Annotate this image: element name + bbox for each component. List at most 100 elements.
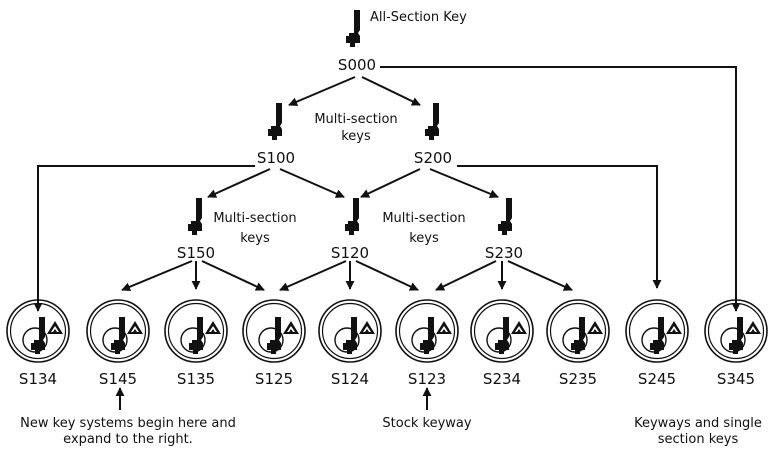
key-icon [420, 317, 434, 354]
arrow-s000-to-s200 [361, 76, 421, 106]
arrow-s120-to-s125 [279, 260, 347, 291]
key-icon [343, 317, 357, 354]
keyway-logo-icon [511, 321, 527, 334]
cylinder-code: S345 [717, 370, 755, 388]
keyway-logo-icon [436, 321, 452, 334]
key-icon [571, 317, 585, 354]
multi-section-line1: Multi-section [314, 112, 397, 127]
keyway-logo-icon [359, 321, 375, 334]
cylinder-code: S125 [255, 370, 293, 388]
arrow-s200-to-s245 [457, 165, 662, 289]
keyway-logo-icon [666, 321, 682, 334]
cylinder-code: S235 [559, 370, 597, 388]
cylinder-outer-ring [546, 299, 610, 363]
note-single-section: Keyways and single section keys [634, 416, 762, 447]
arrow-s000-to-s100 [288, 76, 356, 106]
key-icon [189, 317, 203, 354]
lock-cylinder-s245: S245 [625, 299, 689, 388]
level2-node-s230: S230 [485, 198, 523, 262]
key-icon [346, 10, 360, 47]
cylinder-inner-ring [245, 302, 303, 360]
multi-section-label-right: Multi-section keys [382, 211, 465, 246]
lock-cylinder-s345: S345 [704, 299, 768, 388]
cylinder-inner-ring [473, 302, 531, 360]
multi-section-line1: Multi-section [213, 211, 296, 226]
key-icon [425, 103, 439, 140]
key-icon [498, 198, 512, 235]
arrow-s100-to-s134 [33, 165, 255, 312]
cylinder-inner-ring [707, 302, 765, 360]
root-code: S000 [338, 56, 376, 74]
multi-section-label-top: Multi-section keys [314, 112, 397, 144]
cylinder-inner-ring [167, 302, 225, 360]
level2-node-s150: S150 [177, 198, 215, 262]
keyway-logo-icon [205, 321, 221, 334]
lock-cylinder-s145: S145 [86, 299, 150, 388]
cylinder-code: S145 [99, 370, 137, 388]
multi-section-line1: Multi-section [382, 211, 465, 226]
lock-cylinder-s134: S134 [6, 299, 70, 388]
multi-section-line2: keys [341, 129, 371, 144]
cylinder-outer-ring [164, 299, 228, 363]
key-icon [495, 317, 509, 354]
key-icon [650, 317, 664, 354]
lock-cylinder-s123: S123 [395, 299, 459, 388]
cylinder-outer-ring [6, 299, 70, 363]
root-label: All-Section Key [370, 10, 467, 25]
arrow-s230-to-s235 [507, 260, 573, 291]
key-icon [345, 198, 359, 235]
connectors [33, 66, 741, 410]
node-code: S150 [177, 244, 215, 262]
level1-node-s200: S200 [414, 103, 452, 167]
node-code: S100 [257, 149, 295, 167]
node-code: S120 [331, 244, 369, 262]
note-single-line1: Keyways and single [634, 416, 762, 431]
lock-cylinder-s234: S234 [470, 299, 534, 388]
node-code: S230 [485, 244, 523, 262]
cylinder-code: S234 [483, 370, 521, 388]
cylinder-outer-ring [470, 299, 534, 363]
cylinder-code: S245 [638, 370, 676, 388]
cylinder-inner-ring [549, 302, 607, 360]
arrow-s150-to-s145 [121, 260, 193, 292]
level2-node-s120: S120 [331, 198, 369, 262]
keyway-logo-icon [283, 321, 299, 334]
arrow-s230-to-s123 [435, 260, 497, 291]
key-icon [188, 198, 202, 235]
cylinder-outer-ring [86, 299, 150, 363]
note-new-systems: New key systems begin here and expand to… [20, 416, 236, 447]
note-single-line2: section keys [658, 432, 739, 447]
multi-section-label-left: Multi-section keys [213, 211, 296, 246]
multi-section-line2: keys [240, 231, 270, 246]
keyway-logo-icon [745, 321, 761, 334]
lock-cylinder-s135: S135 [164, 299, 228, 388]
keyway-logo-icon [587, 321, 603, 334]
cylinder-code: S135 [177, 370, 215, 388]
cylinder-outer-ring [318, 299, 382, 363]
cylinder-inner-ring [9, 302, 67, 360]
note-new-systems-line1: New key systems begin here and [20, 416, 236, 431]
multi-section-line2: keys [409, 231, 439, 246]
arrow-s200-to-s120 [360, 168, 421, 198]
keyway-logo-icon [47, 321, 63, 334]
arrow-s200-to-s230 [429, 168, 499, 199]
key-icon [268, 103, 282, 140]
cylinder-code: S134 [19, 370, 57, 388]
key-icon [267, 317, 281, 354]
root-node: All-Section Key S000 [338, 10, 467, 74]
cylinder-outer-ring [704, 299, 768, 363]
node-code: S200 [414, 149, 452, 167]
cylinder-inner-ring [321, 302, 379, 360]
cylinder-code: S123 [408, 370, 446, 388]
lock-cylinder-s124: S124 [318, 299, 382, 388]
level1-node-s100: S100 [257, 103, 295, 167]
lock-cylinder-s125: S125 [242, 299, 306, 388]
key-icon [31, 317, 45, 354]
cylinder-inner-ring [89, 302, 147, 360]
arrow-s120-to-s123 [355, 260, 419, 291]
note-stock-keyway: Stock keyway [382, 416, 471, 431]
cylinder-outer-ring [625, 299, 689, 363]
